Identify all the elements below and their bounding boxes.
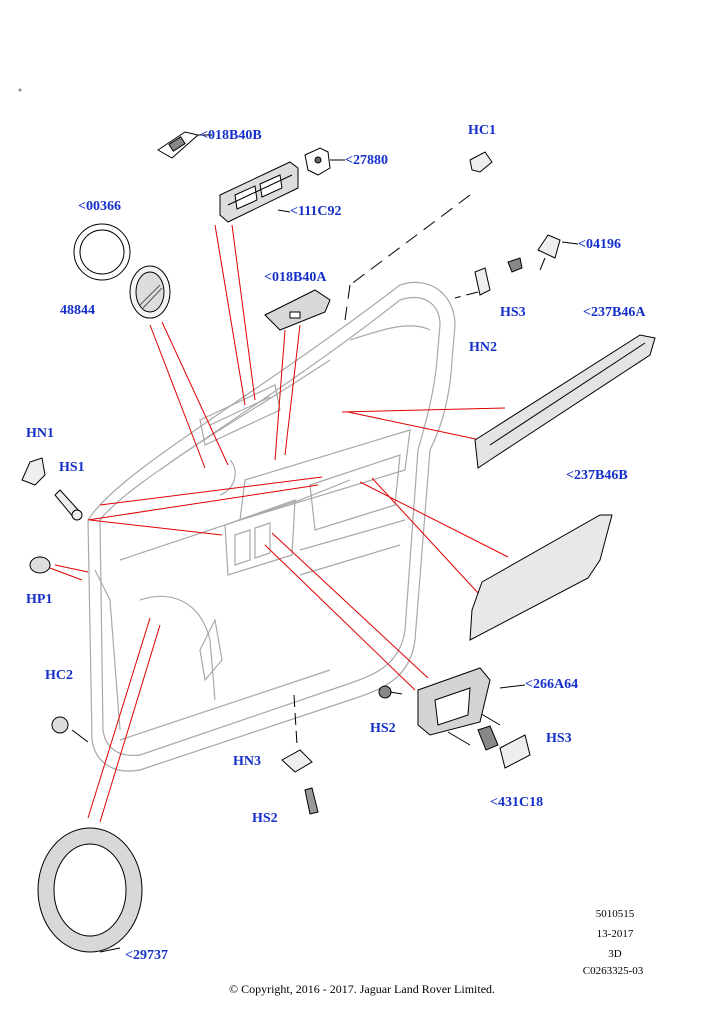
callout-48844: 48844 bbox=[60, 303, 95, 318]
callout-HN1: HN1 bbox=[26, 426, 54, 441]
part-HS3-bottom-screw bbox=[477, 725, 499, 751]
diagram-date: 13-2017 bbox=[596, 928, 634, 940]
part-HS2-mid-screw bbox=[378, 685, 403, 699]
callout-HS3-top: HS3 bbox=[500, 305, 526, 320]
part-HN3-nut bbox=[281, 749, 313, 773]
diagram-code: C0263325-03 bbox=[582, 965, 644, 977]
part-266A64 bbox=[417, 667, 491, 736]
part-237B46B bbox=[469, 514, 613, 641]
door-panel-drawing bbox=[87, 281, 456, 772]
part-237B46A bbox=[474, 334, 656, 469]
part-HN2-nut bbox=[474, 267, 491, 296]
callout-HC2: HC2 bbox=[45, 668, 73, 683]
callout-018B40B: <018B40B bbox=[200, 128, 262, 143]
callout-111C92: <111C92 bbox=[290, 204, 342, 219]
part-48844 bbox=[129, 265, 171, 319]
part-018B40A bbox=[264, 289, 331, 331]
part-HS3-screw-top bbox=[507, 257, 523, 273]
part-HS1-bolt bbox=[54, 489, 83, 521]
callout-266A64: <266A64 bbox=[525, 677, 579, 692]
part-018B40B bbox=[157, 131, 200, 159]
callout-237B46A: <237B46A bbox=[583, 305, 646, 320]
part-HP1-plug bbox=[29, 556, 51, 574]
part-431C18 bbox=[499, 734, 531, 769]
part-HC1-clip bbox=[469, 151, 493, 173]
callout-27880: <27880 bbox=[345, 153, 388, 168]
corner-mark bbox=[18, 88, 22, 92]
part-HC2-clip bbox=[51, 716, 69, 734]
copyright-notice: © Copyright, 2016 - 2017. Jaguar Land Ro… bbox=[228, 982, 496, 996]
callout-HN2: HN2 bbox=[469, 340, 497, 355]
diagram-number: 5010515 bbox=[595, 908, 635, 920]
callout-HS2-bottom: HS2 bbox=[252, 811, 278, 826]
callout-HC1: HC1 bbox=[468, 123, 496, 138]
part-29737-speaker-ring bbox=[37, 827, 143, 953]
callout-018B40A: <018B40A bbox=[264, 270, 327, 285]
diagram-view: 3D bbox=[608, 948, 622, 960]
part-00366 bbox=[73, 223, 131, 281]
callout-431C18: <431C18 bbox=[490, 795, 544, 810]
part-HN1-bracket bbox=[21, 457, 46, 486]
black-leader-lines bbox=[71, 134, 579, 953]
part-HS2-bottom-screw bbox=[304, 787, 319, 815]
callout-29737: <29737 bbox=[125, 948, 168, 963]
part-04196 bbox=[537, 234, 561, 271]
callout-HN3: HN3 bbox=[233, 754, 261, 769]
callout-00366: <00366 bbox=[78, 199, 121, 214]
red-leader-lines bbox=[49, 224, 509, 823]
callout-HP1: HP1 bbox=[26, 592, 53, 607]
callout-237B46B: <237B46B bbox=[566, 468, 628, 483]
callout-HS1: HS1 bbox=[59, 460, 85, 475]
callout-04196: <04196 bbox=[578, 237, 621, 252]
callout-HS2-mid: HS2 bbox=[370, 721, 396, 736]
callout-HS3-bottom: HS3 bbox=[546, 731, 572, 746]
part-111C92 bbox=[219, 161, 299, 223]
part-27880 bbox=[304, 147, 331, 176]
